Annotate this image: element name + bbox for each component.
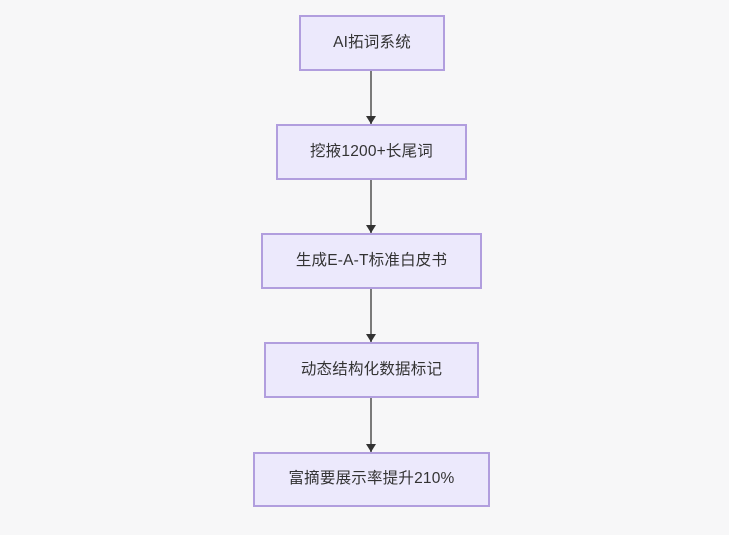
flow-node-dynamic-structured-data-markup[interactable]: 动态结构化数据标记 bbox=[264, 342, 479, 398]
edge-line bbox=[370, 289, 372, 342]
arrowhead-down-icon bbox=[366, 334, 376, 342]
flow-node-label: 富摘要展示率提升210% bbox=[288, 470, 455, 488]
flow-edge-node1-node2 bbox=[366, 71, 376, 124]
flow-edge-node4-node5 bbox=[366, 398, 376, 452]
flow-node-label: 生成E-A-T标准白皮书 bbox=[295, 251, 448, 269]
edge-line bbox=[370, 180, 372, 233]
flow-node-label: AI拓词系统 bbox=[333, 33, 411, 51]
arrowhead-down-icon bbox=[366, 444, 376, 452]
flow-node-label: 动态结构化数据标记 bbox=[300, 360, 443, 378]
flow-node-label: 挖掖1200+长尾词 bbox=[309, 142, 434, 160]
arrowhead-down-icon bbox=[366, 116, 376, 124]
edge-line bbox=[370, 71, 372, 124]
flow-edge-node3-node4 bbox=[366, 289, 376, 342]
flow-edge-node2-node3 bbox=[366, 180, 376, 233]
edge-line bbox=[370, 398, 372, 452]
flow-node-mine-longtail-keywords[interactable]: 挖掖1200+长尾词 bbox=[276, 124, 467, 180]
flow-node-ai-keyword-system[interactable]: AI拓词系统 bbox=[299, 15, 445, 71]
flow-node-generate-eat-whitepaper[interactable]: 生成E-A-T标准白皮书 bbox=[261, 233, 482, 289]
flow-node-rich-snippet-impression-lift[interactable]: 富摘要展示率提升210% bbox=[253, 452, 490, 507]
arrowhead-down-icon bbox=[366, 225, 376, 233]
